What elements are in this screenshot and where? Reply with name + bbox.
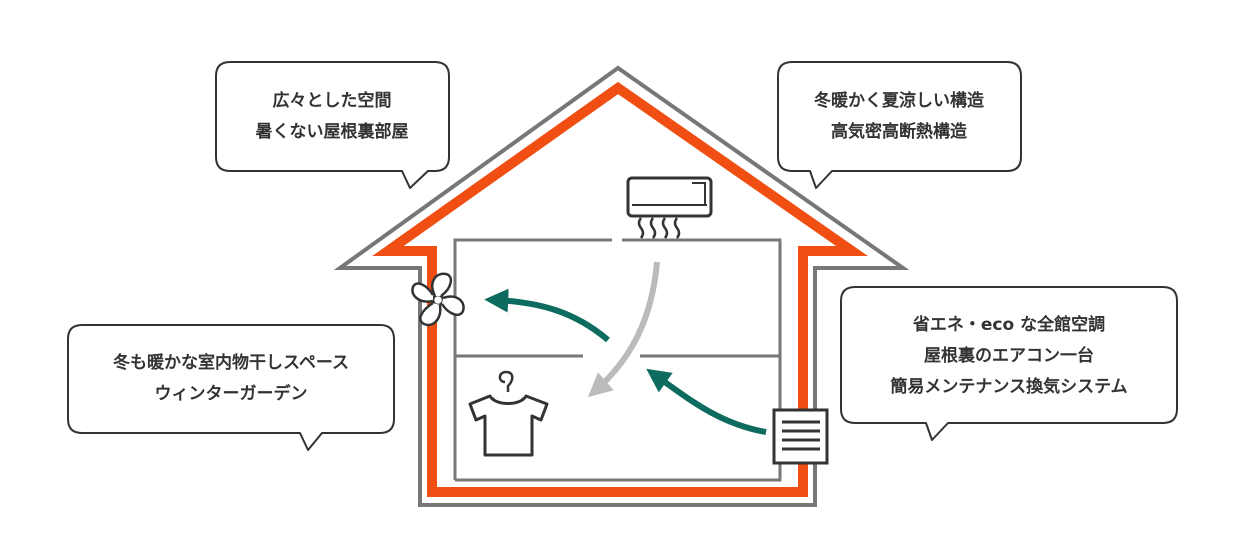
callout-attic: 広々とした空間 暑くない屋根裏部屋 bbox=[215, 61, 450, 189]
air-conditioner-icon bbox=[626, 176, 713, 239]
shirt-hanger-icon bbox=[468, 370, 549, 457]
callout-laundry-line2: ウィンターガーデン bbox=[155, 383, 308, 404]
house-outline bbox=[333, 65, 910, 507]
house-interior bbox=[453, 238, 782, 482]
callout-aircon-line3: 簡易メンテナンス換気システム bbox=[889, 376, 1127, 397]
callout-aircon-line2: 屋根裏のエアコン一台 bbox=[924, 345, 1094, 366]
airflow-arrow-ac-down bbox=[587, 261, 660, 398]
callout-laundry-line1: 冬も暖かな室内物干しスペース bbox=[113, 352, 349, 373]
callout-attic-line1: 広々とした空間 bbox=[273, 90, 392, 111]
airflow-arrow-vent-up bbox=[646, 368, 767, 435]
callout-laundry: 冬も暖かな室内物干しスペース ウィンターガーデン bbox=[67, 324, 395, 451]
callout-attic-line2: 暑くない屋根裏部屋 bbox=[256, 121, 409, 142]
callout-structure: 冬暖かく夏涼しい構造 高気密高断熱構造 bbox=[777, 61, 1022, 189]
fan-icon bbox=[411, 272, 465, 327]
callout-structure-line2: 高気密高断熱構造 bbox=[831, 121, 968, 142]
vent-icon bbox=[772, 408, 829, 465]
callout-aircon-line1: 省エネ・eco な全館空調 bbox=[912, 314, 1105, 335]
callout-aircon: 省エネ・eco な全館空調 屋根裏のエアコン一台 簡易メンテナンス換気システム bbox=[840, 286, 1178, 441]
airflow-arrow-upper-fan bbox=[484, 288, 610, 343]
callout-structure-line1: 冬暖かく夏涼しい構造 bbox=[814, 90, 985, 111]
